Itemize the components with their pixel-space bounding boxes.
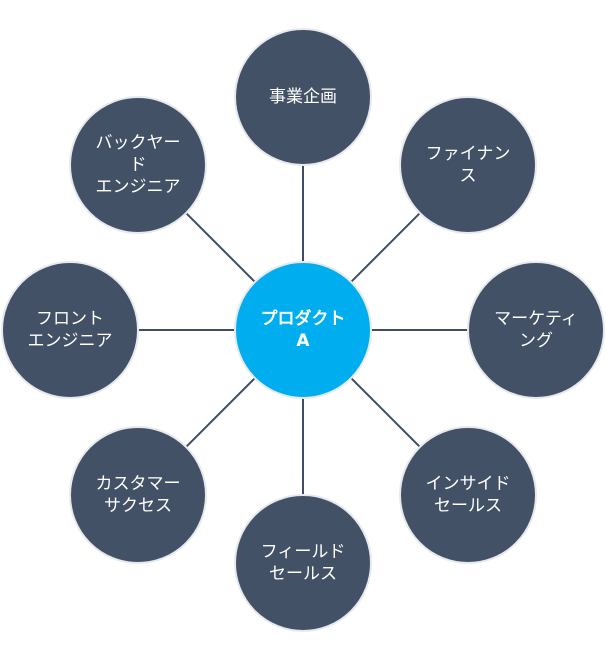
satellite-nodes: 事業企画ファイナンスマーケティングインサイドセールスフィールドセールスカスタマー… (1, 28, 605, 632)
node-label-marketing-line-1: ング (519, 331, 553, 351)
node-jigyou-kikaku[interactable]: 事業企画 (234, 28, 372, 166)
node-label-customer-success-line-1: サクセス (104, 496, 172, 516)
node-circle-jigyou-kikaku[interactable] (234, 28, 372, 166)
node-label-marketing-line-0: マーケティ (494, 309, 578, 329)
node-circle-customer-success[interactable] (69, 426, 207, 564)
node-label-finance-line-0: ファイナン (426, 144, 511, 164)
node-label-backyard-engineer-line-0: バックヤー (96, 133, 181, 153)
connector-customer-success (185, 377, 256, 448)
connector-lines (138, 165, 468, 495)
node-label-front-engineer-line-1: エンジニア (28, 331, 113, 351)
node-circle-finance[interactable] (399, 96, 537, 234)
node-label-customer-success-line-0: カスタマー (96, 474, 181, 494)
node-label-front-engineer-line-0: フロント (36, 309, 104, 329)
node-label-inside-sales-line-1: セールス (434, 496, 502, 516)
connector-inside-sales (350, 377, 421, 448)
node-label-inside-sales-line-0: インサイド (426, 474, 511, 494)
node-label-backyard-engineer-line-2: エンジニア (96, 177, 181, 197)
node-circle-field-sales[interactable] (234, 494, 372, 632)
connector-finance (350, 212, 421, 283)
node-circle-backyard-engineer[interactable] (69, 96, 207, 234)
hub-label-line-1: A (296, 331, 310, 351)
node-label-backyard-engineer-line-1: ド (130, 155, 147, 175)
node-label-field-sales-line-0: フィールド (261, 542, 346, 562)
node-circle-front-engineer[interactable] (1, 261, 139, 399)
node-circle-marketing[interactable] (467, 261, 605, 399)
hub-circle[interactable] (234, 261, 372, 399)
node-label-finance-line-1: ス (460, 166, 477, 186)
hub-label-line-0: プロダクト (261, 308, 346, 329)
node-label-field-sales-line-1: セールス (269, 564, 337, 584)
node-label-jigyou-kikaku-line-0: 事業企画 (269, 87, 337, 107)
node-circle-inside-sales[interactable] (399, 426, 537, 564)
connector-backyard-engineer (185, 212, 256, 283)
